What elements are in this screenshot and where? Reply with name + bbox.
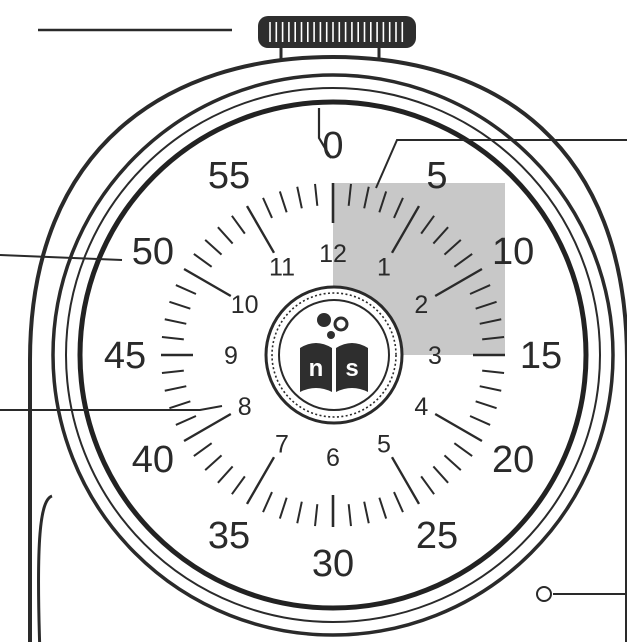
hour-label: 11 bbox=[269, 254, 295, 282]
reset-button[interactable] bbox=[537, 587, 551, 601]
minute-label: 0 bbox=[322, 125, 343, 167]
hour-label: 3 bbox=[428, 342, 442, 370]
minute-label: 5 bbox=[426, 155, 447, 197]
minute-label: 40 bbox=[132, 439, 174, 481]
minute-label: 10 bbox=[492, 231, 534, 273]
crown-knob bbox=[258, 16, 416, 48]
minute-label: 35 bbox=[208, 515, 250, 557]
minute-label: 20 bbox=[492, 439, 534, 481]
minute-label: 55 bbox=[208, 155, 250, 197]
minute-label: 50 bbox=[132, 231, 174, 273]
hour-label: 1 bbox=[377, 254, 391, 282]
minute-label: 30 bbox=[312, 543, 354, 585]
hour-label: 2 bbox=[414, 291, 428, 319]
minute-label: 15 bbox=[520, 335, 562, 377]
minute-label: 45 bbox=[104, 335, 146, 377]
hour-label: 8 bbox=[238, 393, 252, 421]
hour-label: 5 bbox=[377, 430, 391, 458]
hour-label: 4 bbox=[414, 393, 428, 421]
logo-inner-ring bbox=[279, 300, 389, 410]
logo-dot-large bbox=[317, 313, 331, 327]
hour-label: 12 bbox=[319, 240, 347, 268]
minute-label: 25 bbox=[416, 515, 458, 557]
logo-dot-ring bbox=[335, 318, 347, 330]
hour-label: 7 bbox=[275, 430, 289, 458]
logo-letter-n: n bbox=[309, 355, 324, 382]
hour-label: 9 bbox=[224, 342, 238, 370]
hour-label: 10 bbox=[231, 291, 259, 319]
hour-label: 6 bbox=[326, 444, 340, 472]
center-logo: n s bbox=[266, 287, 402, 423]
logo-letter-s: s bbox=[345, 355, 358, 382]
logo-dot-small bbox=[327, 331, 335, 339]
